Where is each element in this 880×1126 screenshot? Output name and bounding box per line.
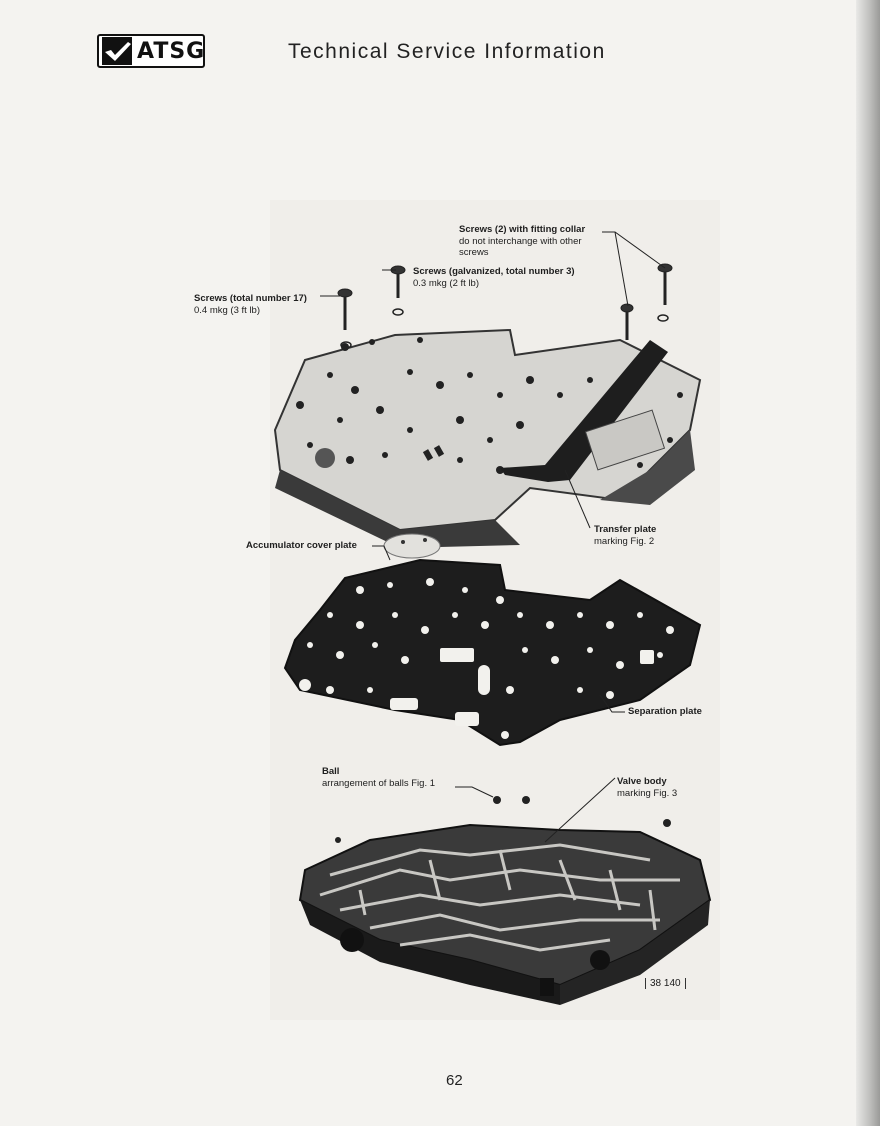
callout-screws-galvanized: Screws (galvanized, total number 3) 0.3 …	[413, 266, 575, 289]
callout-transfer-plate: Transfer plate marking Fig. 2	[594, 524, 656, 547]
callout-screws-total-title: Screws (total number 17)	[194, 293, 307, 304]
callout-valve-body-line2: marking Fig. 3	[617, 787, 678, 799]
callout-ball-line2: arrangement of balls Fig. 1	[322, 777, 436, 789]
callout-screws-fitting-collar: Screws (2) with fitting collar do not in…	[459, 224, 585, 259]
callout-transfer-line2: marking Fig. 2	[594, 535, 655, 547]
logo-text: ATSG	[137, 38, 206, 64]
figure-tag: 38 140	[645, 978, 686, 989]
callout-accumulator-cover-plate: Accumulator cover plate	[246, 540, 357, 552]
callout-screws-galvanized-torque: 0.3 mkg (2 ft lb)	[413, 277, 479, 289]
callout-separation-plate: Separation plate	[628, 706, 702, 718]
check-icon	[102, 37, 132, 65]
callout-ball: Ball arrangement of balls Fig. 1	[322, 766, 435, 789]
atsg-logo: ATSG	[97, 34, 205, 68]
callout-screws-fitting-collar-line2: do not interchange with other	[459, 235, 582, 247]
page-title: Technical Service Information	[288, 40, 606, 63]
screws	[337, 263, 673, 349]
callout-valve-body-line1: Valve body	[617, 776, 667, 787]
callout-screws-total-torque: 0.4 mkg (3 ft lb)	[194, 304, 260, 316]
callout-transfer-line1: Transfer plate	[594, 524, 657, 535]
callout-screws-fitting-collar-line3: screws	[459, 247, 489, 258]
callout-screws-total: Screws (total number 17) 0.4 mkg (3 ft l…	[194, 293, 307, 316]
page-number: 62	[446, 1072, 463, 1089]
valve-body	[298, 823, 712, 1005]
callout-ball-title: Ball	[322, 766, 340, 777]
callout-screws-fitting-collar-title: Screws (2) with fitting collar	[459, 224, 586, 235]
page-edge-shadow	[856, 0, 880, 1126]
accumulator-cover-plate	[383, 533, 441, 559]
separation-plate	[283, 558, 702, 747]
transfer-plate	[273, 328, 702, 548]
callout-separation-label: Separation plate	[628, 706, 702, 717]
callout-accumulator-label: Accumulator cover plate	[246, 540, 357, 551]
callout-valve-body: Valve body marking Fig. 3	[617, 776, 677, 799]
callout-screws-galvanized-title: Screws (galvanized, total number 3)	[413, 266, 575, 277]
check-balls	[335, 796, 671, 843]
leader-lines	[320, 231, 666, 843]
